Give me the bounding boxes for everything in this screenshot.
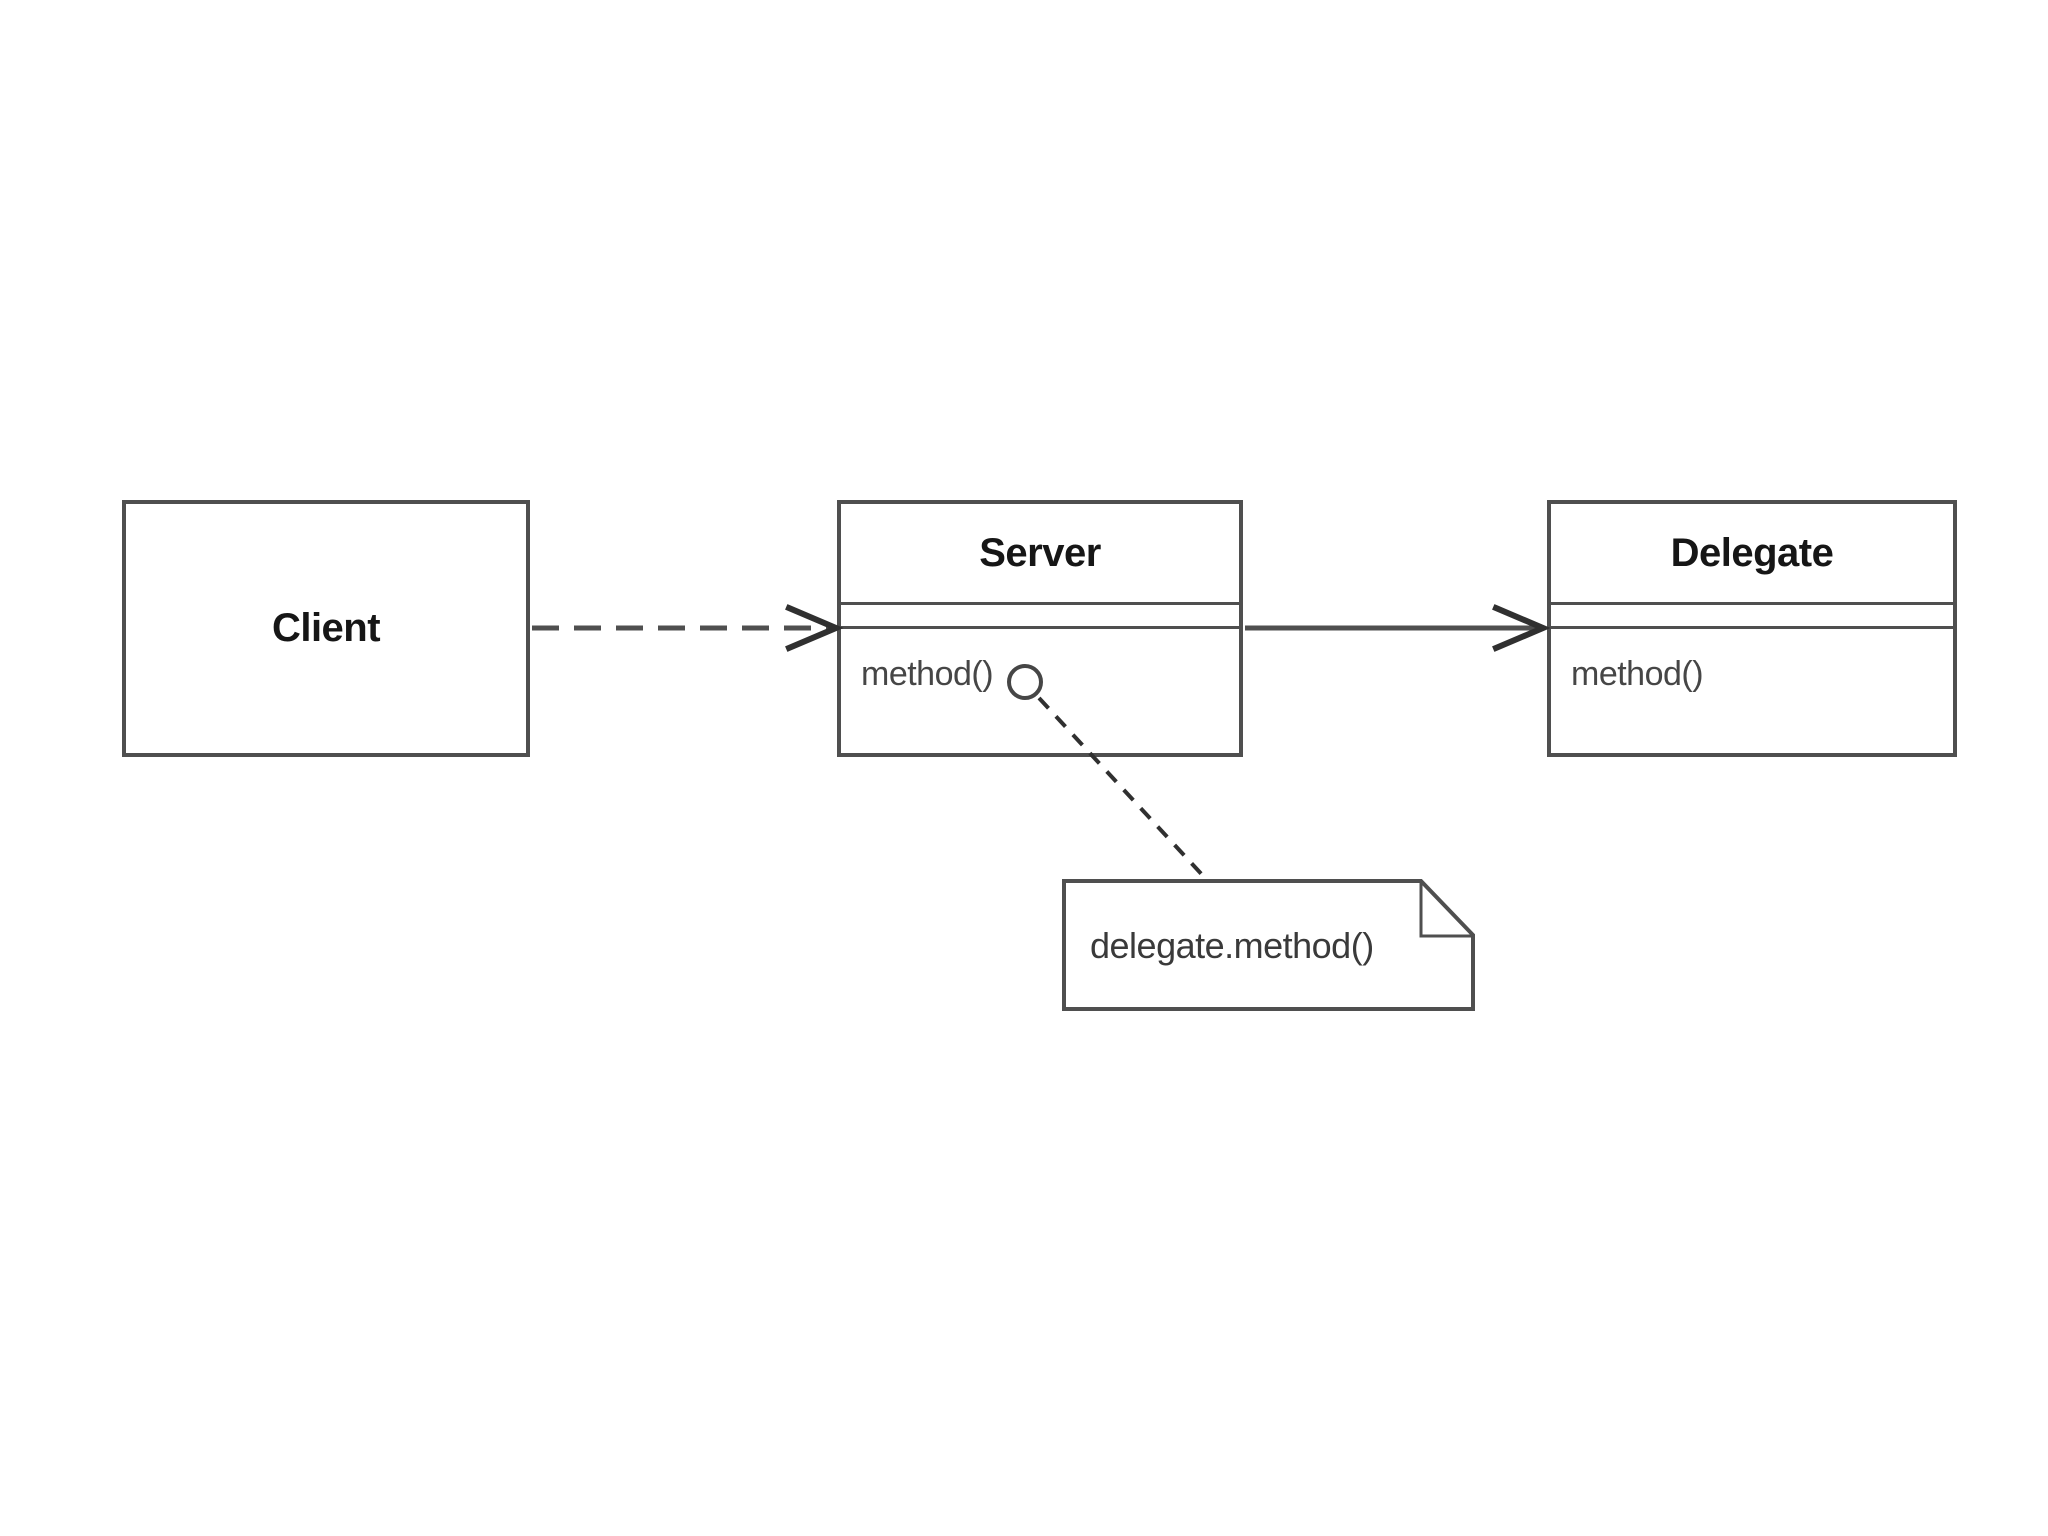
client-class-title: Client	[271, 606, 381, 650]
server-attributes-compartment	[841, 602, 1239, 629]
delegate-method-label: method()	[1571, 655, 1704, 693]
server-class-title: Server	[979, 530, 1101, 575]
note-text: delegate.method()	[1090, 925, 1374, 966]
delegate-class-title: Delegate	[1670, 530, 1834, 575]
delegate-methods-compartment: method()	[1551, 629, 1953, 753]
server-methods-compartment: method()	[841, 629, 1239, 753]
delegate-class-box: Delegate method()	[1547, 500, 1957, 757]
delegate-title-compartment: Delegate	[1551, 504, 1953, 602]
server-method-label: method()	[861, 655, 994, 693]
server-title-compartment: Server	[841, 504, 1239, 602]
note-fold-corner-icon	[1419, 883, 1471, 938]
client-class-box: Client	[122, 500, 530, 757]
server-class-box: Server method()	[837, 500, 1243, 757]
client-to-server-arrowhead-icon	[785, 604, 844, 652]
server-to-delegate-arrowhead-icon	[1492, 604, 1551, 652]
delegate-attributes-compartment	[1551, 602, 1953, 629]
